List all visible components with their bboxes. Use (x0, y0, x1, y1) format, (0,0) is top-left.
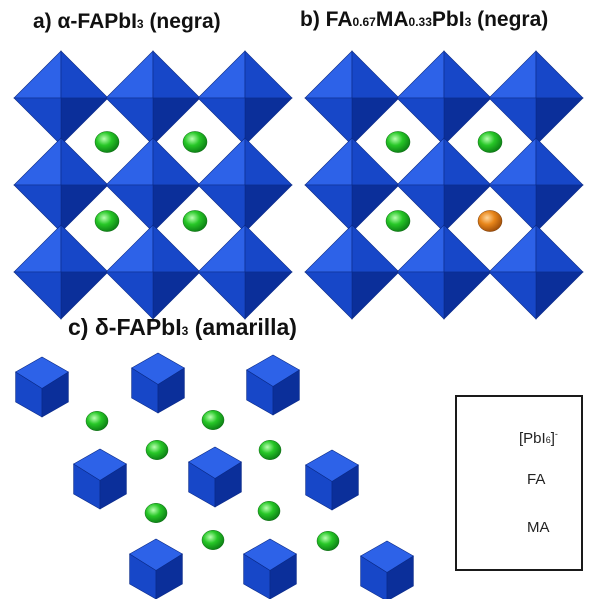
fa-cation (182, 131, 208, 153)
fa-cation (385, 210, 411, 232)
panel-a-title-prefix: a) α-FAPbI (33, 10, 137, 33)
panel-b-title: b) FA0.67MA0.33PbI3 (negra) (300, 8, 548, 32)
pbi6-octahedron (13, 50, 109, 146)
legend-pbi6-subscript: 6 (545, 435, 551, 445)
fa-cation (385, 131, 411, 153)
pbi6-octahedron (105, 224, 201, 320)
panel-a-title-subscript: 3 (136, 17, 144, 31)
panel-b-title-sub2: 0.33 (408, 15, 432, 29)
panel-c-delta-lattice (15, 352, 414, 599)
pbi6-octahedron (13, 137, 109, 233)
pbi6-octahedron (396, 137, 492, 233)
pbi6-octahedron (131, 352, 185, 414)
panel-b-mixed-lattice (304, 50, 584, 320)
fa-cation (182, 210, 208, 232)
pbi6-octahedron (129, 538, 183, 599)
panel-b-title-part3: PbI (431, 8, 465, 31)
pbi6-octahedron (197, 50, 293, 146)
panel-a-title-suffix: (negra) (143, 10, 221, 33)
pbi6-octahedron (73, 448, 127, 510)
fa-cation (477, 131, 503, 153)
legend-pbi6-label: [PbI6]- (519, 429, 558, 447)
legend-pbi6-charge: - (554, 429, 558, 439)
pbi6-octahedron (488, 224, 584, 320)
pbi6-octahedron (105, 50, 201, 146)
pbi6-octahedron (304, 137, 400, 233)
panel-c-title: c) δ-FAPbI3 (amarilla) (68, 314, 297, 341)
panel-c-title-subscript: 3 (181, 324, 189, 338)
pbi6-octahedron (188, 446, 242, 508)
legend-pbi6-text: [PbI (519, 430, 546, 447)
panel-b-title-suffix: (negra) (471, 8, 549, 31)
panel-b-title-part1: b) FA (300, 8, 353, 31)
pbi6-octahedron (304, 50, 400, 146)
pbi6-octahedron (488, 50, 584, 146)
pbi6-octahedron (305, 449, 359, 511)
fa-cation (257, 501, 281, 521)
pbi6-octahedron (15, 356, 69, 418)
fa-cation (145, 440, 169, 460)
pbi6-octahedron (197, 224, 293, 320)
panel-a-title: a) α-FAPbI3 (negra) (33, 10, 221, 34)
pbi6-octahedron (396, 50, 492, 146)
pbi6-octahedron (105, 137, 201, 233)
fa-cation (316, 531, 340, 551)
pbi6-octahedron (197, 137, 293, 233)
pbi6-octahedron (360, 540, 414, 599)
fa-cation (144, 503, 168, 523)
panel-b-title-sub3: 3 (464, 15, 472, 29)
fa-cation (258, 440, 282, 460)
fa-cation (201, 530, 225, 550)
ma-cation (477, 210, 503, 232)
pbi6-octahedron (396, 224, 492, 320)
panel-b-title-part2: MA (375, 8, 409, 31)
pbi6-octahedron (488, 137, 584, 233)
legend-pbi6-bracket: ] (550, 430, 555, 447)
legend-ma-label: MA (527, 519, 550, 536)
pbi6-octahedron (243, 538, 297, 599)
fa-cation (201, 410, 225, 430)
legend-fa-label: FA (527, 471, 546, 488)
pbi6-octahedron (304, 224, 400, 320)
panel-c-title-suffix: (amarilla) (188, 314, 297, 340)
panel-c-title-prefix: c) δ-FAPbI (68, 314, 182, 340)
fa-cation (85, 411, 109, 431)
panel-b-title-sub1: 0.67 (352, 15, 376, 29)
pbi6-octahedron (13, 224, 109, 320)
fa-cation (94, 131, 120, 153)
fa-cation (94, 210, 120, 232)
legend-box: [PbI6]- FA MA (455, 395, 583, 571)
panel-a-alpha-lattice (13, 50, 293, 320)
pbi6-octahedron (246, 354, 300, 416)
